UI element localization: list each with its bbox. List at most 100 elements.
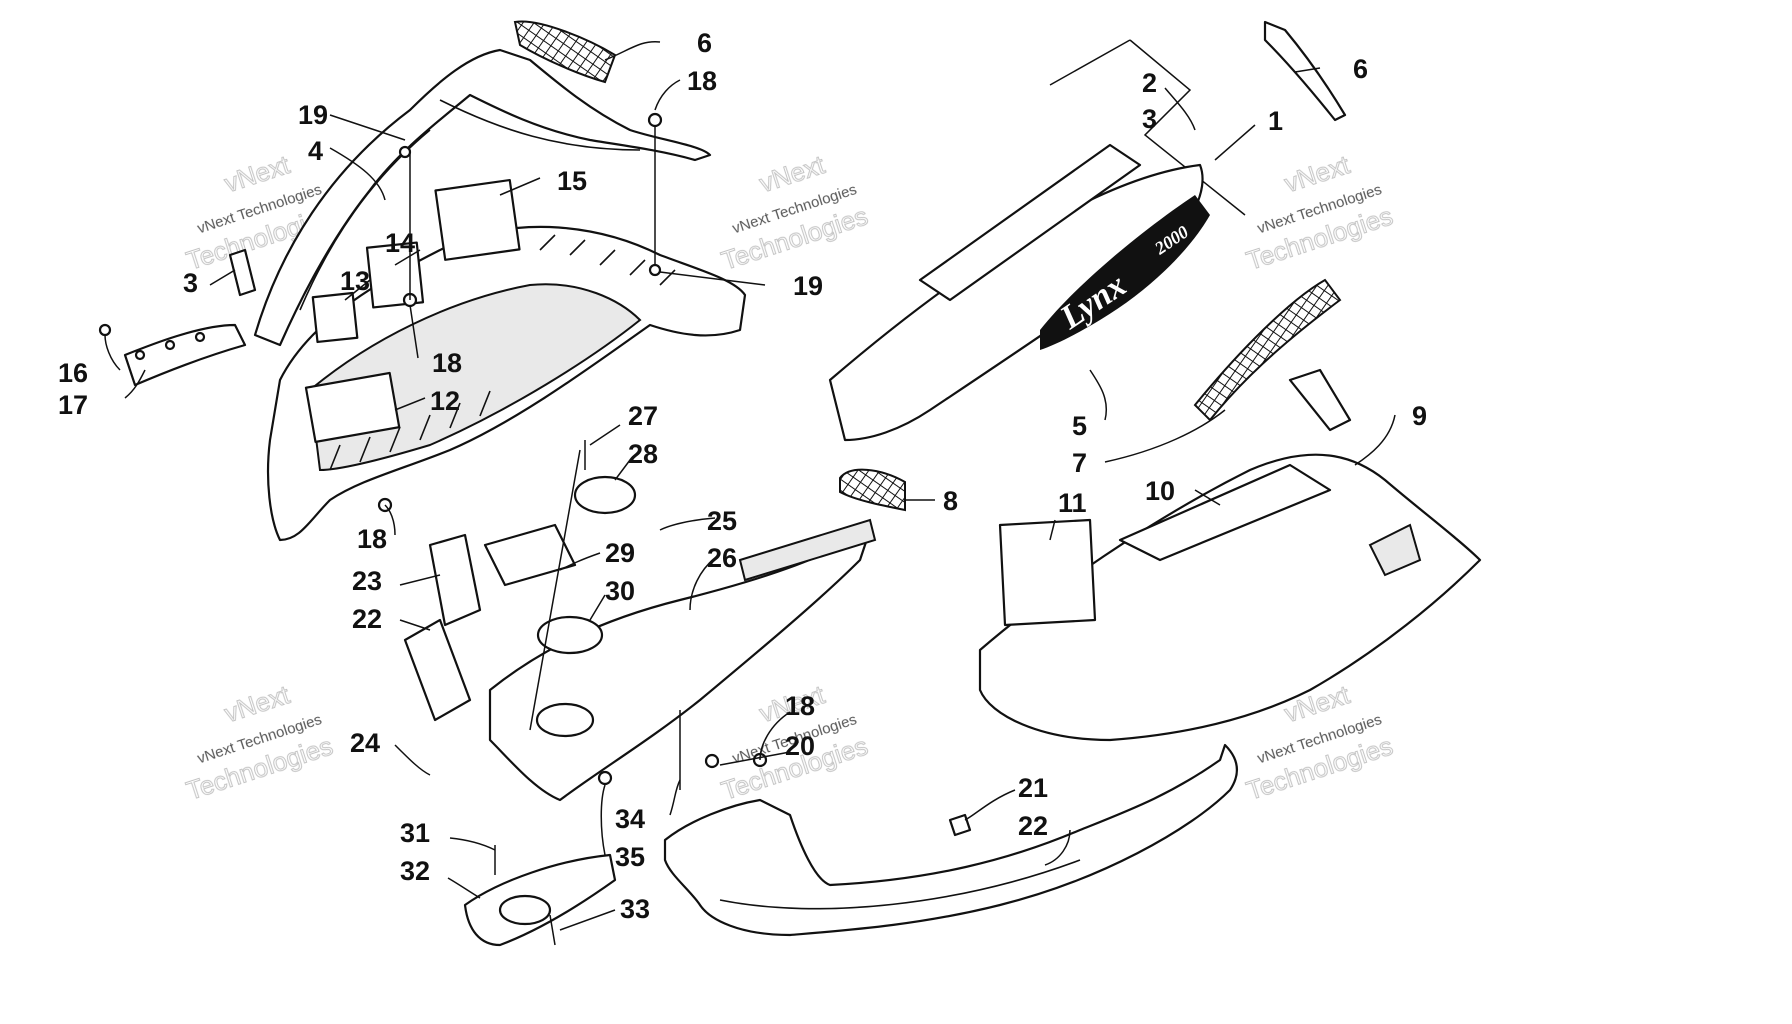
center-floor-pan [488,528,872,802]
callout-3: 3 [1142,104,1157,134]
callout-35: 35 [615,842,645,872]
board-edge [719,859,1081,910]
leader-7 [1104,409,1226,463]
bracket-hole [134,349,146,361]
callout-19: 19 [793,271,823,301]
callout-11: 11 [1058,488,1087,518]
leader-18-bottom [759,711,791,761]
boot-ring-28 [573,475,637,515]
leader-21 [964,789,1016,821]
small-clip [228,248,257,297]
clip-21 [948,813,972,837]
side-vent [1368,523,1422,577]
leader-22-left [399,619,431,631]
hood-side-panel [828,163,1204,442]
callout-9: 9 [1412,401,1427,431]
lynx-decal [1040,195,1210,350]
callout-32: 32 [400,856,430,886]
callout-labels: 6 18 19 4 15 14 13 3 18 12 16 17 18 19 6… [58,28,1427,924]
leader-28 [614,459,631,481]
screw-fastener [98,323,112,337]
running-board-pan [663,743,1238,937]
decal-panel-13 [311,291,359,344]
side-hood-assembly: Lynx 2000 [828,20,1482,742]
bracket-hole [194,331,206,343]
leader-15 [499,177,541,196]
front-nose-pan-assembly [98,20,747,542]
leader-33 [559,909,616,931]
duct-ring [498,894,552,926]
leader-25 [659,517,716,531]
leader-6-left [604,41,661,61]
callout-26: 26 [707,543,737,573]
leader-35 [600,784,606,856]
nut-fastener [597,770,613,786]
watermark-vnext: vNext [1281,149,1354,198]
decal-panel-14 [365,241,425,309]
callout-21: 21 [1018,773,1048,803]
callout-1: 1 [1268,106,1283,136]
leader-2 [1164,87,1196,131]
bracket-hole [164,339,176,351]
leader-34 [669,779,681,816]
leader-29 [559,552,601,571]
floor-rib [738,518,877,582]
leader-27 [589,424,621,446]
watermark-vnext: vNext [221,149,294,198]
pan-fins [329,390,491,471]
heat-shield-29 [483,523,577,587]
leader-23 [399,574,441,586]
callout-22: 22 [1018,811,1048,841]
pan-fins-top [539,234,676,286]
leader-6-right [1294,67,1321,73]
leader-lines [104,41,1396,931]
callout-6: 6 [697,28,712,58]
bracket-22 [403,618,472,722]
side-mesh-grille [1193,278,1342,422]
callout-18: 18 [357,524,387,554]
fastener-axis [494,440,681,946]
upper-nose-rib [439,99,641,151]
leader-10 [1194,489,1221,506]
callout-24: 24 [350,728,380,758]
callout-18: 18 [785,691,815,721]
callout-5: 5 [1072,411,1087,441]
side-trim-piece [1288,368,1352,432]
decal-patch-11 [998,518,1097,627]
leader-3-left [209,269,236,286]
leader-5 [1089,369,1107,421]
callout-18: 18 [432,348,462,378]
leader-31 [449,837,496,851]
callout-8: 8 [943,486,958,516]
watermark-vnext: vNext [756,149,829,198]
callout-27: 27 [628,401,658,431]
callout-23: 23 [352,566,382,596]
callout-7: 7 [1072,448,1087,478]
callout-22: 22 [352,604,382,634]
boot-ring-30 [536,615,604,655]
callout-29: 29 [605,538,635,568]
callout-20: 20 [785,731,815,761]
leader-32 [447,877,481,899]
callout-34: 34 [615,804,645,834]
callout-17: 17 [58,390,88,420]
lower-side-panel [978,453,1482,742]
leader-4 [329,147,386,201]
leader-30 [589,594,606,621]
leader-22-right [1044,829,1071,866]
callout-10: 10 [1145,476,1175,506]
callout-2: 2 [1142,68,1157,98]
callout-25: 25 [707,506,737,536]
watermark-vnext: vNext [221,679,294,728]
leader-1 [1214,124,1256,161]
callout-18: 18 [687,66,717,96]
callout-4: 4 [308,136,323,166]
leader-13 [344,279,371,301]
decal-strip-3 [918,143,1142,302]
nut-fastener [647,112,663,128]
leader-24 [394,744,431,776]
callout-30: 30 [605,576,635,606]
small-mesh-grille [839,468,906,512]
center-floor-assembly [403,440,877,947]
